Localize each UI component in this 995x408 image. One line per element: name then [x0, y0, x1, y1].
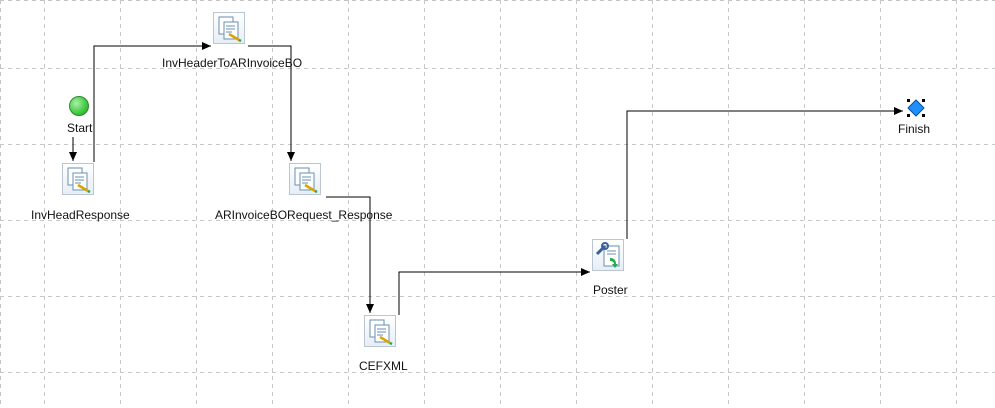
- grid-line: [652, 0, 653, 408]
- grid-line: [348, 0, 349, 408]
- grid-line: [956, 0, 957, 408]
- grid-line: [804, 0, 805, 408]
- grid-line: [576, 0, 577, 408]
- grid-line: [728, 0, 729, 408]
- edge-invheadresponse-to-invheadertoar[interactable]: [93, 42, 211, 162]
- grid-line: [272, 0, 273, 408]
- invheadertoarinvoicebo-label: InvHeaderToARInvoiceBO: [162, 56, 303, 70]
- grid-line: [0, 220, 995, 221]
- grid-line: [196, 0, 197, 408]
- node-invheadertoarinvoicebo[interactable]: [213, 12, 247, 46]
- node-poster[interactable]: [592, 239, 626, 273]
- grid-line: [120, 0, 121, 408]
- invheadresponse-label: InvHeadResponse: [31, 208, 130, 222]
- node-cefxml[interactable]: [364, 315, 398, 349]
- start-node[interactable]: [69, 96, 89, 116]
- edge-arinvoicerequest-to-cefxml[interactable]: [326, 196, 374, 313]
- mapping-document-icon: [213, 12, 245, 44]
- finish-diamond-icon: [907, 99, 925, 117]
- finish-node[interactable]: [907, 99, 925, 117]
- edge-invheadertoar-to-arinvoicerequest[interactable]: [248, 45, 295, 161]
- mapping-document-icon: [364, 315, 396, 347]
- finish-label: Finish: [898, 122, 931, 136]
- cefxml-label: CEFXML: [359, 359, 408, 373]
- mapping-document-icon: [289, 163, 321, 195]
- mapping-document-icon: [62, 163, 94, 195]
- edge-poster-to-finish[interactable]: [626, 107, 903, 239]
- arinvoicebo-request-response-label: ARInvoiceBORequest_Response: [215, 208, 393, 222]
- start-label: Start: [67, 121, 93, 135]
- grid-line: [500, 0, 501, 408]
- grid-line: [0, 144, 995, 145]
- edge-cefxml-to-poster[interactable]: [398, 268, 590, 315]
- poster-tool-icon: [592, 239, 624, 271]
- grid-line: [44, 0, 45, 408]
- grid-line: [0, 372, 995, 373]
- grid-line: [0, 296, 995, 297]
- node-invheadresponse[interactable]: [62, 163, 96, 197]
- node-arinvoicebo-request-response[interactable]: [289, 163, 323, 197]
- grid-line: [0, 68, 995, 69]
- grid-line: [424, 0, 425, 408]
- grid-line: [880, 0, 881, 408]
- poster-label: Poster: [593, 283, 628, 297]
